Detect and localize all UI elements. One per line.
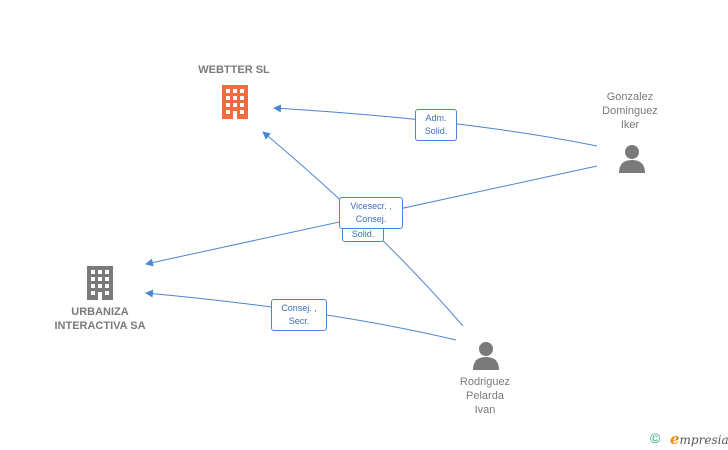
- brand-logo: empresia: [670, 430, 728, 448]
- person-icon[interactable]: [471, 340, 501, 370]
- person-icon[interactable]: [617, 143, 647, 173]
- rodriguez-label: Rodriguez Pelarda Ivan: [459, 376, 511, 416]
- brand-text: mpresia: [679, 433, 728, 447]
- gonzalez-label: Gonzalez Dominguez Iker: [602, 91, 658, 131]
- building-icon[interactable]: [219, 83, 251, 119]
- edge-label-consej-secr[interactable]: Consej. , Secr.: [271, 299, 327, 331]
- edge-label-vicesecr-consej[interactable]: Vicesecr. , Consej.: [339, 197, 403, 229]
- brand-initial: e: [670, 430, 680, 448]
- copyright-symbol: ©: [650, 430, 661, 446]
- edge-label-adm-solid[interactable]: Adm. Solid.: [415, 109, 457, 141]
- building-icon[interactable]: [84, 264, 116, 300]
- edge-label-solid[interactable]: Solid.: [342, 227, 384, 242]
- urbaniza-label: URBANIZA INTERACTIVA SA: [54, 306, 146, 332]
- webtter-label: WEBTTER SL: [198, 64, 270, 76]
